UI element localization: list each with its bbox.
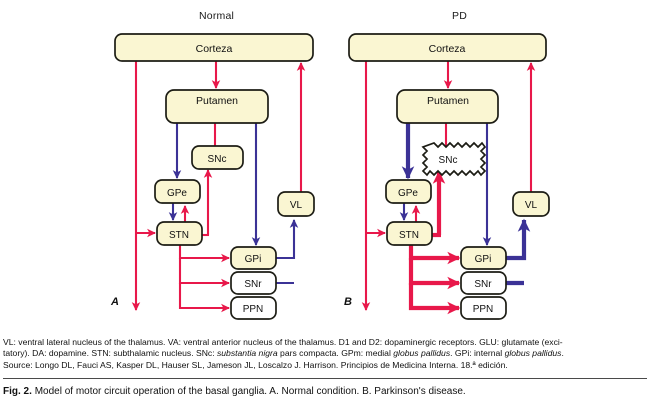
legend-italic-substantia-nigra: substantia nigra (216, 348, 278, 359)
node-label-gpe-pd: GPe (398, 188, 418, 199)
figure-caption-text: Model of motor circuit operation of the … (34, 386, 466, 397)
node-ppn-pd: PPN (460, 296, 507, 320)
edge-gpi-vl-normal (275, 219, 299, 260)
legend-italic-globus-pallidus-1: globus pallidus (393, 348, 451, 359)
node-label-snr-pd: SNr (474, 279, 492, 290)
figure-caption-label: Fig. 2. (3, 386, 32, 397)
node-vl-pd: VL (512, 191, 550, 217)
node-gpi-pd: GPi (460, 246, 507, 270)
node-stn-pd: STN (386, 221, 433, 246)
node-stn-normal: STN (156, 221, 203, 246)
node-label-ppn-pd: PPN (473, 304, 494, 315)
node-label-putamen-pd: Putamen (427, 95, 469, 107)
node-vl-normal: VL (277, 191, 315, 217)
node-label-stn-normal: STN (169, 230, 189, 241)
node-cortex-normal: Corteza (114, 33, 314, 62)
node-label-putamen-normal: Putamen (196, 95, 238, 107)
legend-line-2: tatory). DA: dopamine. STN: subthalamic … (3, 348, 647, 359)
node-ppn-normal: PPN (230, 296, 277, 320)
node-label-gpi-normal: GPi (245, 254, 262, 265)
node-label-vl-pd: VL (525, 200, 538, 211)
panel-title-pd: PD (452, 10, 467, 22)
node-label-vl-normal: VL (290, 200, 303, 211)
node-label-cortex-pd: Corteza (429, 43, 466, 55)
node-putamen-pd: Putamen (396, 89, 499, 124)
panel-title-normal: Normal (199, 10, 235, 22)
edge-stn-gpi-normal (178, 245, 230, 263)
node-snr-normal: SNr (230, 271, 277, 295)
legend-line-2-part-a: tatory). DA: dopamine. STN: subthalamic … (3, 348, 217, 359)
node-label-snc-normal: SNc (208, 154, 227, 165)
figure-legend: VL: ventral lateral nucleus of the thala… (3, 337, 647, 371)
edge-stn-gpi-pd (408, 245, 461, 265)
node-gpe-normal: GPe (154, 179, 201, 204)
figure-caption: Fig. 2. Model of motor circuit operation… (3, 386, 647, 397)
node-label-stn-pd: STN (399, 230, 419, 241)
caption-divider (3, 378, 647, 379)
panel-pd: Corteza Putamen SNc GPe STN GPi (348, 33, 550, 320)
legend-italic-globus-pallidus-2: globus pallidus (504, 348, 562, 359)
figure-area: Normal PD A B .rd{stroke:#e8184a;stroke-… (111, 10, 550, 320)
node-label-gpe-normal: GPe (167, 188, 187, 199)
node-label-ppn-normal: PPN (243, 304, 264, 315)
edge-stn-ppn-normal (178, 283, 230, 313)
edge-stn-ppn-pd (408, 283, 461, 315)
node-snc-pd: SNc (421, 141, 487, 177)
panel-letter-a: A (111, 296, 119, 308)
node-putamen-normal: Putamen (165, 89, 269, 124)
node-label-gpi-pd: GPi (475, 254, 492, 265)
panel-normal: Corteza Putamen SNc GPe STN GPi (114, 33, 315, 320)
edge-stn-snr-normal (178, 258, 230, 288)
node-gpi-normal: GPi (230, 246, 277, 270)
legend-line-2-part-b: pars compacta. GPm: medial (277, 348, 394, 359)
node-label-cortex-normal: Corteza (196, 43, 233, 55)
legend-line-2-part-d: . (561, 348, 564, 359)
node-label-snr-normal: SNr (244, 279, 262, 290)
node-snc-normal: SNc (191, 145, 244, 170)
panel-letter-b: B (344, 296, 352, 308)
node-label-snc-pd: SNc (439, 155, 458, 166)
node-snr-pd: SNr (460, 271, 507, 295)
legend-line-2-part-c: . GPi: internal (450, 348, 505, 359)
basal-ganglia-circuit-diagram: .rd{stroke:#e8184a;stroke-width:2.1;fill… (114, 33, 550, 320)
edge-gpi-vl-pd (506, 218, 531, 261)
legend-source-line: Source: Longo DL, Fauci AS, Kasper DL, H… (3, 359, 508, 370)
edge-stn-snr-pd (408, 258, 461, 290)
node-gpe-pd: GPe (385, 179, 432, 204)
legend-line-1: VL: ventral lateral nucleus of the thala… (3, 337, 563, 347)
node-cortex-pd: Corteza (348, 33, 547, 62)
